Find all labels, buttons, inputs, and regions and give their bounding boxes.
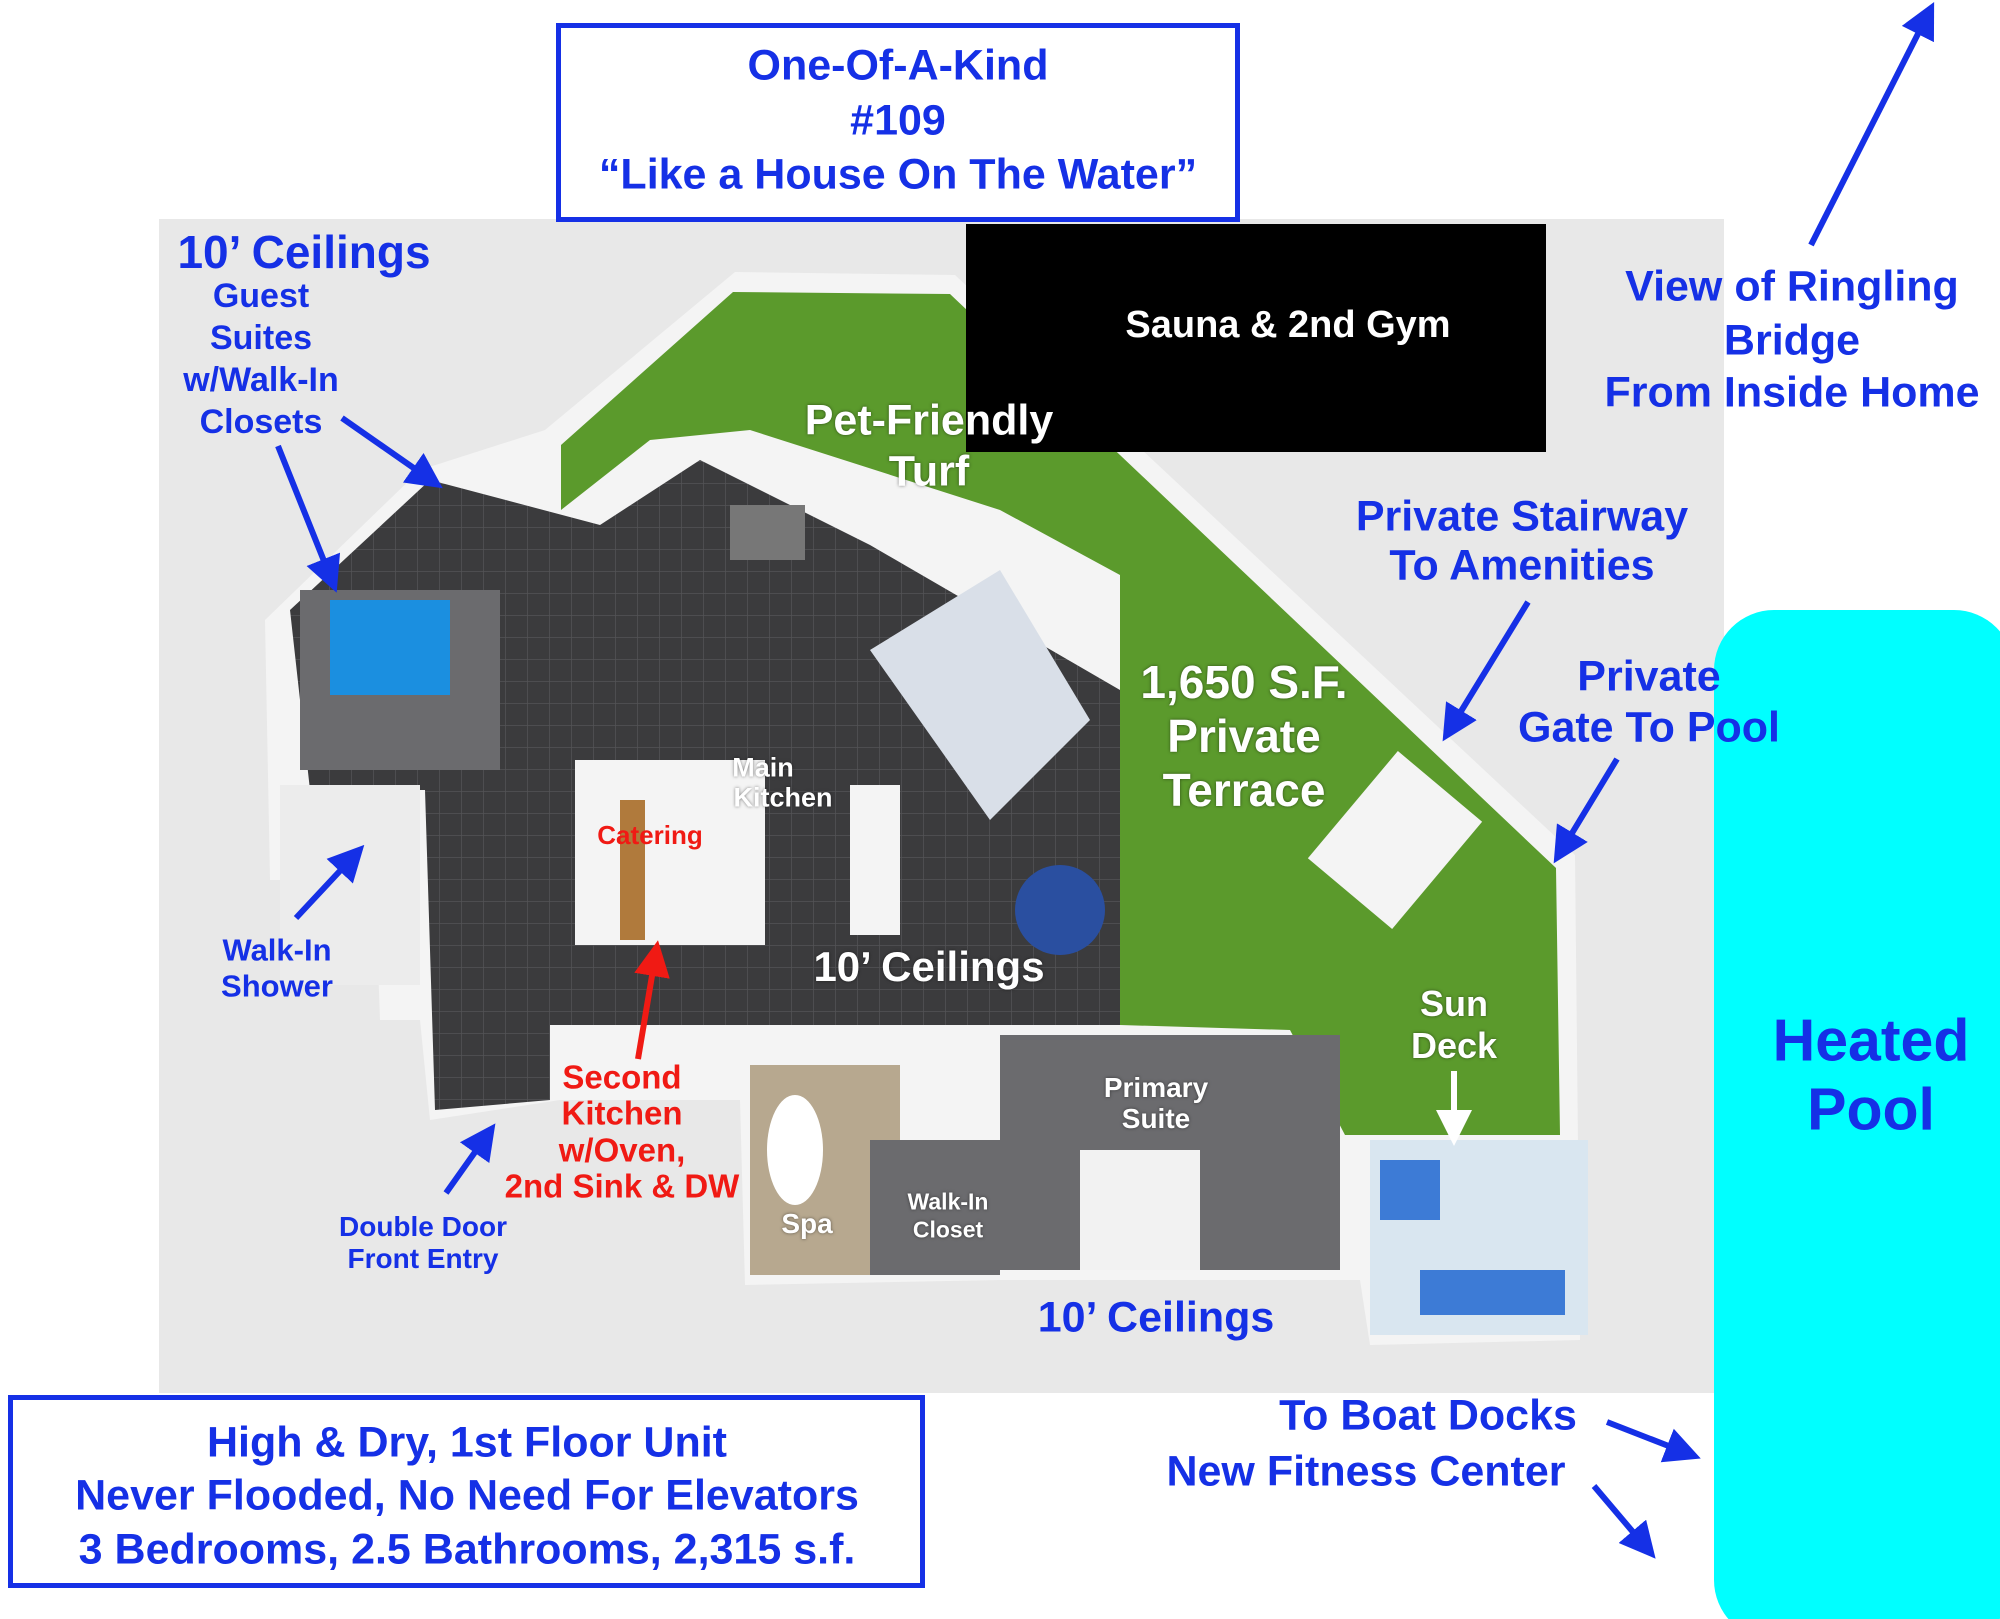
bottom-ceilings-label: 10’ Ceilings	[1037, 1293, 1275, 1342]
primary-suite-label-1: Primary	[1103, 1072, 1209, 1103]
sauna-label: Sauna & 2nd Gym	[1125, 304, 1451, 346]
stairway-label-1: Private Stairway	[1355, 492, 1689, 541]
info-line-1: High & Dry, 1st Floor Unit	[207, 1418, 727, 1467]
arrow-entry	[443, 1123, 496, 1195]
closet-label-1: Walk-In	[907, 1188, 989, 1215]
walkin-closet-room	[870, 1140, 1000, 1275]
entry-label-1: Double Door	[339, 1211, 507, 1242]
turf-label-1: Pet-Friendly	[804, 396, 1054, 445]
terrace-label-1: 1,650 S.F.	[1140, 656, 1348, 708]
turf-area	[561, 292, 1560, 1135]
lounge-chairs	[1307, 751, 1483, 929]
guest-suites-label-2: Suites	[209, 319, 313, 357]
view-label-1: View of Ringling	[1625, 262, 1959, 311]
arrow-guest-1	[340, 415, 443, 489]
main-kitchen-label-2: Kitchen	[733, 782, 833, 813]
title-box	[556, 23, 1240, 222]
shower-label-2: Shower	[221, 968, 333, 1004]
turf-label-2: Turf	[888, 447, 970, 496]
gate-label-1: Private	[1577, 652, 1721, 701]
sauna-gym-block	[966, 224, 1546, 452]
spa-label: Spa	[781, 1208, 833, 1239]
living-rug	[870, 570, 1090, 820]
catering-counter	[575, 760, 765, 945]
second-kitchen-label-4: 2nd Sink & DW	[504, 1167, 740, 1205]
info-line-3: 3 Bedrooms, 2.5 Bathrooms, 2,315 s.f.	[78, 1525, 856, 1574]
arrow-fitness	[1591, 1484, 1656, 1559]
view-label-2: Bridge	[1723, 316, 1861, 365]
kitchen-counter	[850, 785, 900, 935]
second-kitchen-label-1: Second	[562, 1058, 682, 1096]
arrow-view	[1808, 1, 1935, 247]
guest-suites-label-3: w/Walk-In	[183, 361, 339, 399]
fitness-label: New Fitness Center	[1166, 1447, 1566, 1496]
guest-ceilings-label: 10’ Ceilings	[177, 226, 431, 278]
main-kitchen-label-1: Main	[732, 752, 794, 783]
view-label-3: From Inside Home	[1604, 368, 1980, 417]
pool-label-1: Heated	[1772, 1007, 1970, 1074]
pool-label-2: Pool	[1807, 1076, 1935, 1143]
catering-label: Catering	[597, 820, 703, 850]
primary-suite-label-2: Suite	[1121, 1103, 1191, 1134]
gate-label-2: Gate To Pool	[1518, 703, 1780, 752]
pool	[1714, 610, 2000, 1619]
shower-label-1: Walk-In	[222, 932, 332, 968]
arrow-second-kitchen	[634, 940, 670, 1060]
arrow-guest-2	[275, 444, 341, 593]
arrow-gate	[1553, 757, 1620, 864]
entry-label-2: Front Entry	[347, 1243, 499, 1274]
primary-bed	[1080, 1150, 1200, 1270]
guest-suites-label-1: Guest	[212, 277, 310, 315]
bathtub	[767, 1095, 823, 1205]
closet-label-2: Closet	[912, 1216, 984, 1243]
round-rug	[1015, 865, 1105, 955]
title-line-2: #109	[850, 96, 946, 145]
title-line-1: One-Of-A-Kind	[747, 41, 1049, 90]
title-line-3: “Like a House On The Water”	[598, 150, 1198, 199]
dining-table	[730, 505, 805, 560]
sun-deck-label-2: Deck	[1410, 1025, 1498, 1066]
info-line-2: Never Flooded, No Need For Elevators	[75, 1471, 859, 1520]
guest-bath	[280, 785, 420, 985]
info-box	[8, 1395, 925, 1588]
arrow-boat-docks	[1605, 1419, 1701, 1463]
terrace-label-2: Private	[1167, 710, 1321, 762]
second-kitchen-label-2: Kitchen	[561, 1094, 683, 1132]
stairway-label-2: To Amenities	[1389, 541, 1655, 590]
bed	[330, 600, 450, 695]
second-kitchen-label-3: w/Oven,	[558, 1131, 686, 1169]
boat-docks-label: To Boat Docks	[1279, 1391, 1577, 1440]
guest-suites-label-4: Closets	[199, 403, 323, 441]
arrow-stairway	[1442, 600, 1531, 742]
sun-deck-label-1: Sun	[1420, 983, 1488, 1024]
arrow-shower	[293, 844, 365, 921]
main-ceilings-label: 10’ Ceilings	[813, 943, 1045, 990]
terrace-label-3: Terrace	[1162, 764, 1326, 816]
